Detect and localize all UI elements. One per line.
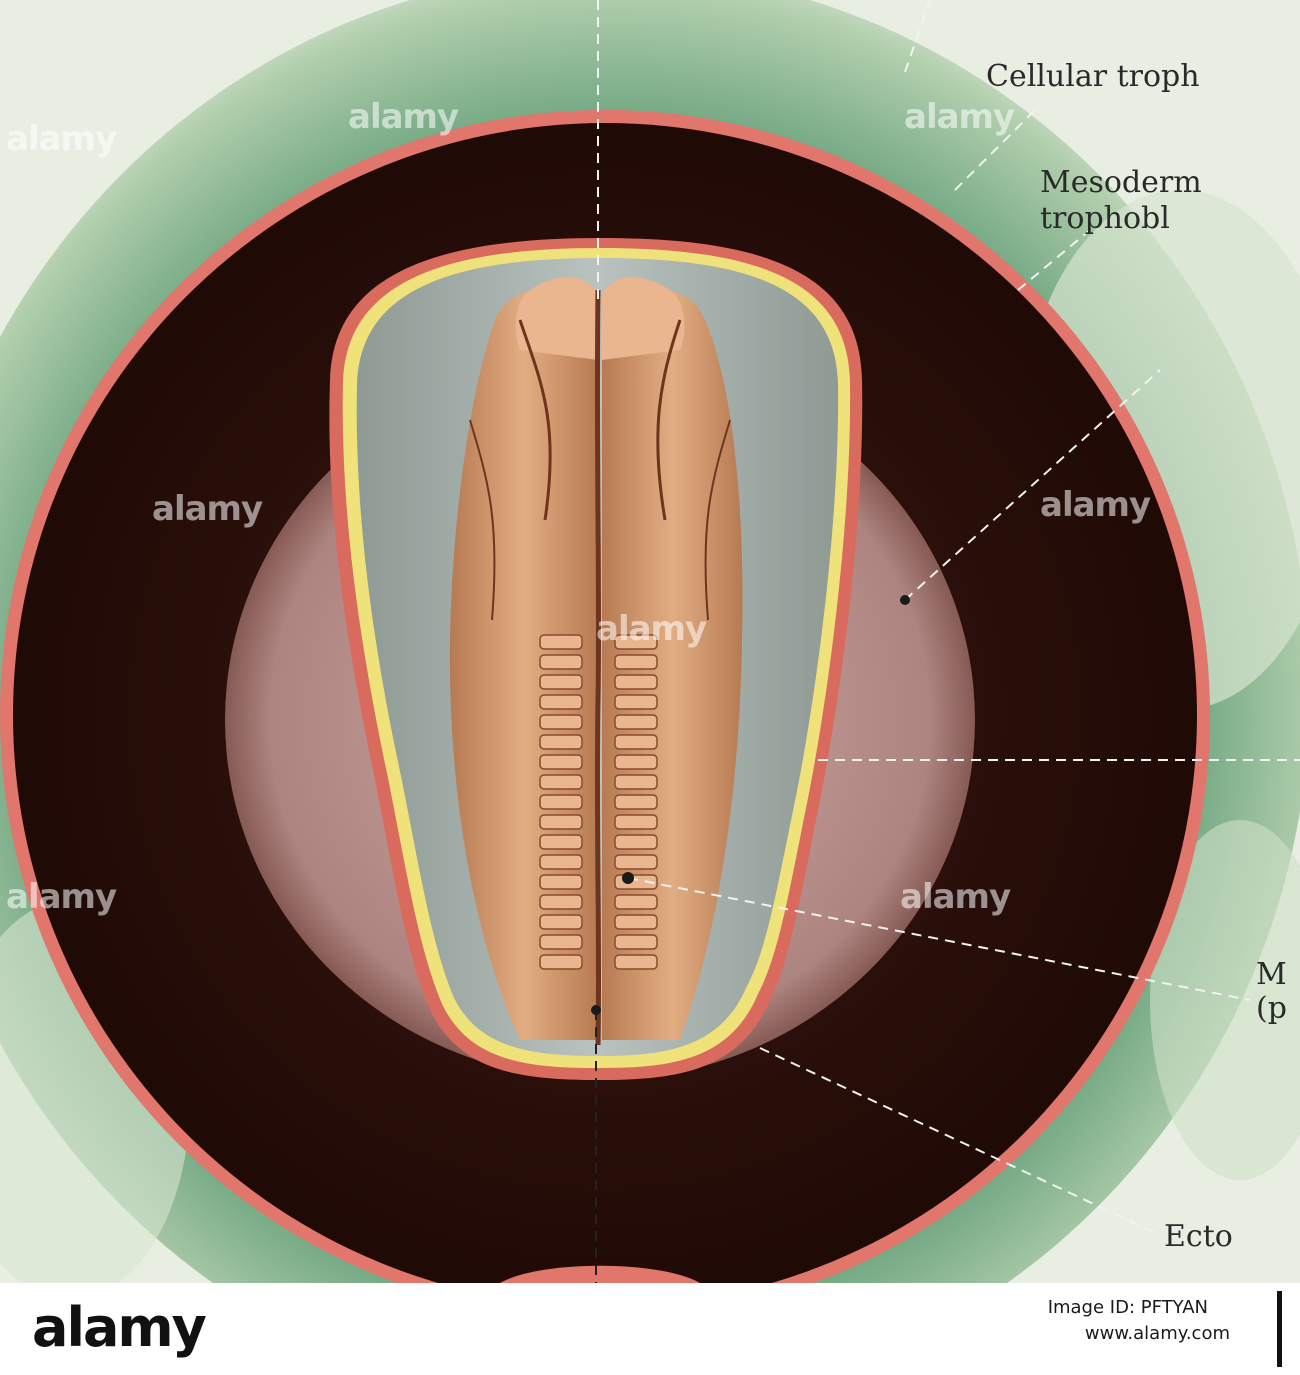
- watermark: alamy: [900, 877, 1011, 917]
- alamy-logo: alamy: [32, 1296, 207, 1359]
- embryo-right-fold: [602, 288, 743, 1040]
- site-url: www.alamy.com: [1084, 1323, 1230, 1344]
- halo-mottle: [1150, 820, 1300, 1180]
- watermark: alamy: [6, 877, 117, 917]
- embryo-fold-line: [704, 419, 731, 621]
- watermark: alamy: [6, 119, 117, 159]
- footer-bar: [1277, 1291, 1282, 1367]
- embryo-left-fold: [449, 288, 598, 1040]
- label-p: (p: [1256, 991, 1287, 1026]
- label-ectoderm: Ecto: [1164, 1219, 1233, 1254]
- image-id: Image ID: PFTYAN: [1047, 1297, 1208, 1318]
- embryo-fold-line: [656, 319, 682, 521]
- watermark: alamy: [348, 97, 459, 137]
- embryo-fold-line: [518, 319, 552, 521]
- embryo-head-right: [602, 277, 685, 360]
- leader-lines: [595, 0, 1300, 1283]
- neural-groove: [594, 289, 602, 1046]
- somites-right: [614, 634, 658, 970]
- embryo-illustration: [0, 0, 1300, 1283]
- embryo-head-left: [515, 277, 598, 360]
- label-m: M: [1256, 957, 1287, 992]
- chorion-bottom-notch: [500, 1265, 700, 1283]
- somites-left: [539, 634, 583, 970]
- label-trophoblast: trophobl: [1040, 201, 1170, 236]
- embryo-plate: alamy alamy alamy alamy alamy alamy alam…: [0, 0, 1300, 1283]
- watermark: alamy: [904, 97, 1015, 137]
- watermark: alamy: [1040, 485, 1151, 525]
- embryo-fold-line: [469, 419, 496, 621]
- stock-footer: alamy Image ID: PFTYAN www.alamy.com: [0, 1283, 1300, 1375]
- leader-markers: [591, 595, 910, 1015]
- label-cellular-trophoblast: Cellular troph: [986, 59, 1200, 94]
- label-mesoderm: Mesoderm: [1040, 165, 1202, 200]
- watermark: alamy: [596, 609, 707, 649]
- watermark: alamy: [152, 489, 263, 529]
